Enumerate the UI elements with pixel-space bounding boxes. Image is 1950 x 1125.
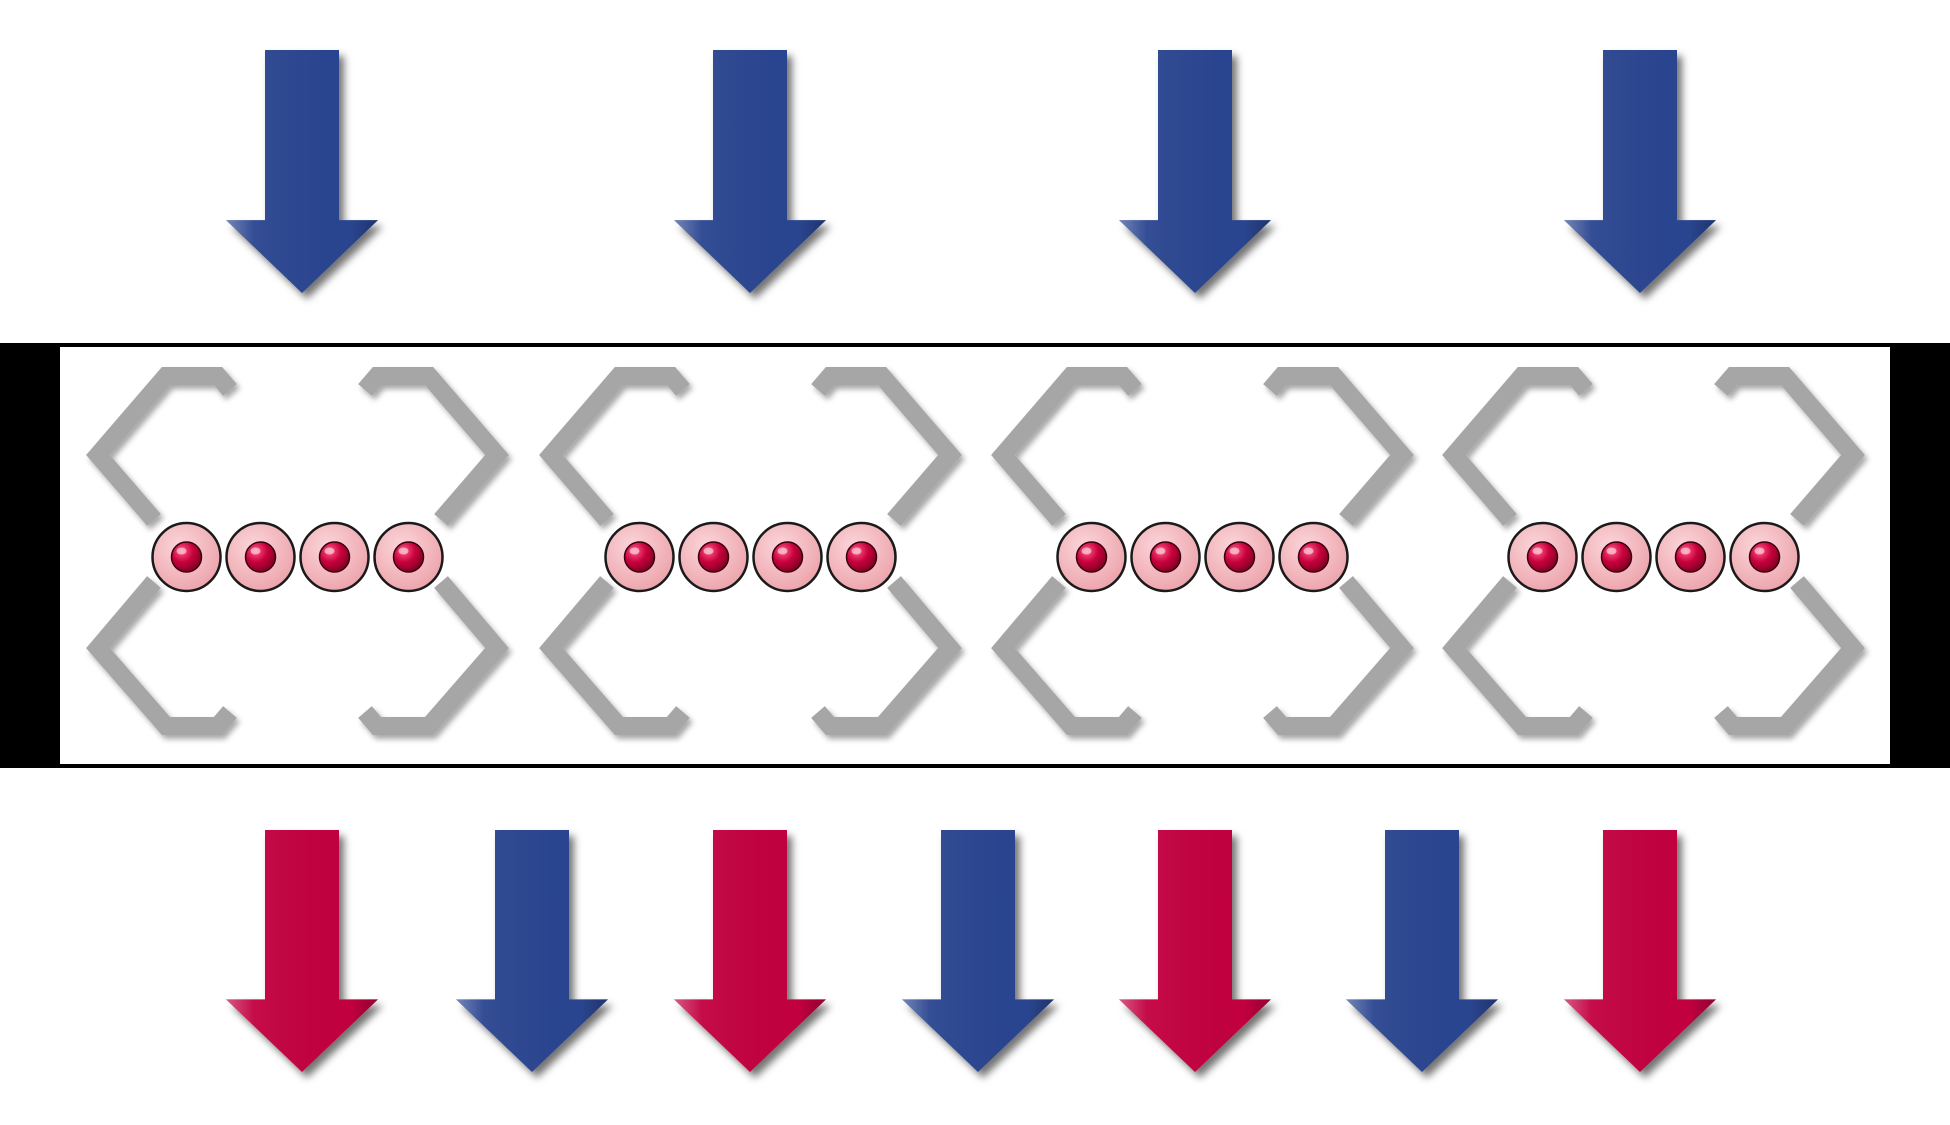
incoming-arrow-4 [1564,50,1716,293]
bead-2 [1581,521,1652,593]
bead-core [392,541,425,573]
bead-1 [1056,521,1127,593]
outgoing-arrow-5-red-gloss [1119,830,1271,1072]
filter-units [86,367,1865,735]
bead-core [697,541,730,573]
bead-highlight [176,547,187,555]
outgoing-arrow-3-red [674,830,826,1072]
bracket-top-left [1442,367,1593,526]
incoming-arrow-2-gloss [674,50,826,293]
incoming-arrows [226,50,1716,293]
bead-highlight [1155,547,1166,555]
outgoing-arrow-1-red-gloss [226,830,378,1072]
bracket-top-right [1263,367,1414,526]
outgoing-arrow-4-blue-gloss [902,830,1054,1072]
bead-core [845,541,878,573]
bracket-bottom-left [1442,576,1593,735]
bead-2 [225,521,296,593]
bead-core [1526,541,1559,573]
bead-core [1149,541,1182,573]
outgoing-arrow-2-blue-gloss [456,830,608,1072]
bead-highlight [1081,547,1092,555]
incoming-arrow-1-gloss [226,50,378,293]
bead-core [1600,541,1633,573]
bracket-bottom-right [1714,576,1865,735]
bead-core [170,541,203,573]
bead-3 [299,521,370,593]
bead-2 [678,521,749,593]
incoming-arrow-2 [674,50,826,293]
bead-highlight [629,547,640,555]
bead-core [1674,541,1707,573]
bracket-bottom-right [811,576,962,735]
outgoing-arrow-4-blue [902,830,1054,1072]
bead-4 [373,521,444,593]
left-post [0,343,58,768]
outgoing-arrow-7-red [1564,830,1716,1072]
bead-core [244,541,277,573]
bead-highlight [1680,547,1691,555]
bead-2 [1130,521,1201,593]
outgoing-arrow-2-blue [456,830,608,1072]
bracket-bottom-right [358,576,509,735]
bracket-top-right [358,367,509,526]
bead-highlight [1532,547,1543,555]
bracket-bottom-left [991,576,1142,735]
bead-4 [1278,521,1349,593]
bead-highlight [851,547,862,555]
bead-highlight [1303,547,1314,555]
outgoing-arrow-1-red [226,830,378,1072]
outgoing-arrow-6-blue [1346,830,1498,1072]
bracket-top-right [1714,367,1865,526]
filter-unit-3 [991,367,1414,735]
filter-unit-2 [539,367,962,735]
outgoing-arrow-7-red-gloss [1564,830,1716,1072]
filter-unit-4 [1442,367,1865,735]
bead-highlight [324,547,335,555]
bracket-top-left [86,367,237,526]
bracket-top-left [991,367,1142,526]
bead-core [1297,541,1330,573]
bead-1 [151,521,222,593]
bracket-bottom-right [1263,576,1414,735]
bead-3 [1655,521,1726,593]
bead-highlight [1754,547,1765,555]
bead-highlight [703,547,714,555]
bead-core [1075,541,1108,573]
bead-4 [826,521,897,593]
outgoing-arrow-3-red-gloss [674,830,826,1072]
bead-highlight [1229,547,1240,555]
bracket-top-left [539,367,690,526]
incoming-arrow-3 [1119,50,1271,293]
bead-highlight [777,547,788,555]
bead-core [771,541,804,573]
right-post [1892,343,1950,768]
incoming-arrow-4-gloss [1564,50,1716,293]
bead-1 [604,521,675,593]
bead-3 [1204,521,1275,593]
bead-1 [1507,521,1578,593]
outgoing-arrow-5-red [1119,830,1271,1072]
bead-core [623,541,656,573]
bead-3 [752,521,823,593]
bead-highlight [398,547,409,555]
filter-unit-1 [86,367,509,735]
bracket-top-right [811,367,962,526]
bead-highlight [1606,547,1617,555]
bead-highlight [250,547,261,555]
incoming-arrow-3-gloss [1119,50,1271,293]
outgoing-arrow-6-blue-gloss [1346,830,1498,1072]
bead-4 [1729,521,1800,593]
incoming-arrow-1 [226,50,378,293]
bracket-bottom-left [86,576,237,735]
outgoing-arrows [226,830,1716,1072]
bead-core [1223,541,1256,573]
bracket-bottom-left [539,576,690,735]
bead-core [318,541,351,573]
bead-core [1748,541,1781,573]
